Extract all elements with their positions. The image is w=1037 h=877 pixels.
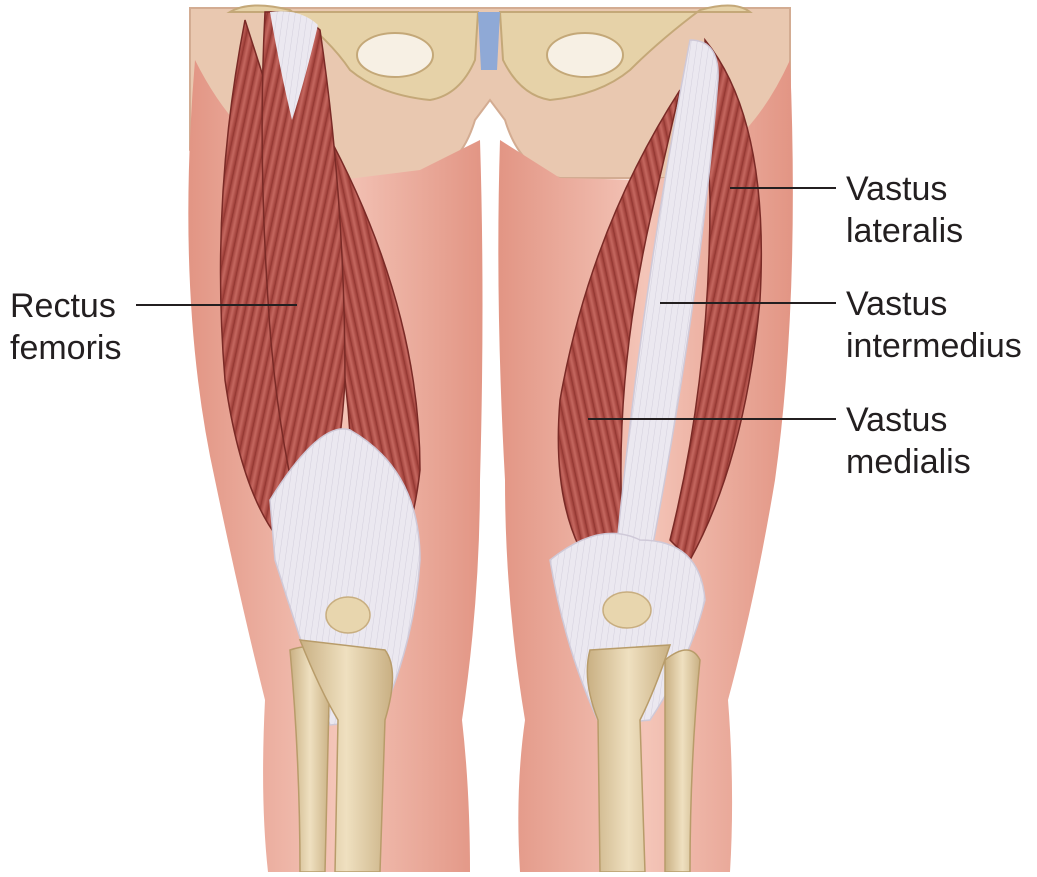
label-line: Vastus (846, 399, 971, 441)
label-line: Vastus (846, 283, 1022, 325)
label-line: Rectus (10, 285, 121, 327)
patella-right (603, 592, 651, 628)
label-line: intermedius (846, 325, 1022, 367)
label-vastus-lateralis: Vastus lateralis (846, 168, 963, 252)
label-line: medialis (846, 441, 971, 483)
label-vastus-medialis: Vastus medialis (846, 399, 971, 483)
label-rectus-femoris: Rectus femoris (10, 285, 121, 369)
label-line: lateralis (846, 210, 963, 252)
patella-left (326, 597, 370, 633)
left-tibia-fibula (290, 640, 393, 872)
label-line: Vastus (846, 168, 963, 210)
label-line: femoris (10, 327, 121, 369)
label-vastus-intermedius: Vastus intermedius (846, 283, 1022, 367)
pubic-symphysis (478, 12, 500, 70)
